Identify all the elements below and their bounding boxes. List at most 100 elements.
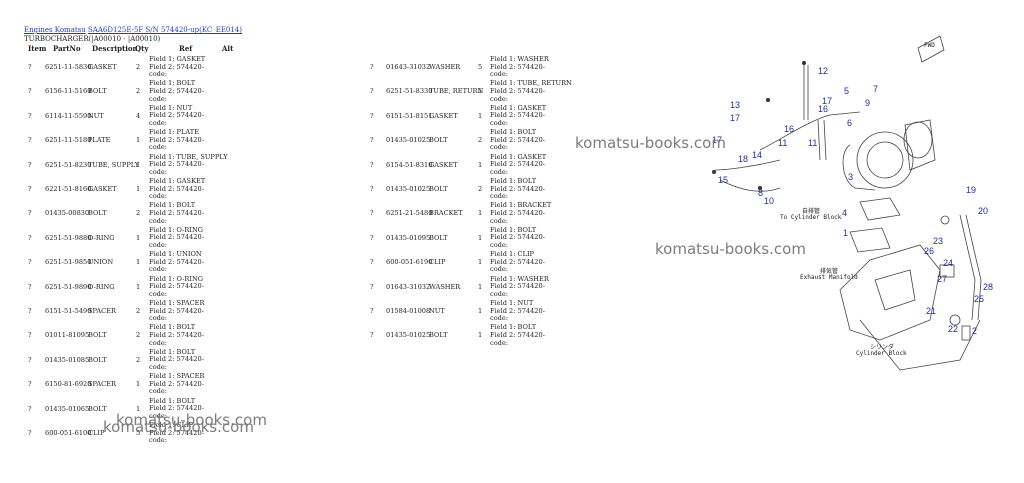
callout-9: 9 [865,98,871,108]
cell-item: ? [28,355,32,364]
cell-item: ? [28,209,32,218]
cell-item: ? [28,307,32,315]
ref-field-2: Field 2: 574420- [149,111,204,120]
callout-1: 1 [843,228,849,238]
ref-code: code: [490,338,509,347]
cell-partno: 6251-51-9850 [45,258,92,267]
cell-partno: 6251-11-5830 [45,63,92,71]
cell-qty: 2 [136,87,141,96]
ref-code: code: [149,436,168,445]
ref-field-1: Field 1: TUBE, RETURN [490,79,572,88]
cell-description: CLIP [88,429,105,437]
label-to-cylinder: To Cylinder Block [780,214,842,221]
ref-code: code: [149,411,168,420]
ref-field-1: Field 1: BOLT [149,347,196,356]
cell-description: WASHER [429,63,461,71]
cell-qty: 1 [478,160,483,169]
ref-field-1: Field 1: GASKET [149,55,206,63]
cell-description: BRACKET [429,209,463,218]
cell-item: ? [28,331,32,340]
watermark: komatsu-books.com [116,411,267,429]
ref-field-1: Field 1: NUT [149,103,193,112]
callout-14: 14 [752,150,763,160]
cell-qty: 2 [136,209,141,218]
cell-partno: 6251-51-9890 [45,282,92,291]
callout-8: 8 [758,188,764,198]
cell-partno: 01435-01065 [45,404,90,413]
ref-field-2: Field 2: 574420- [149,330,204,339]
cell-item: ? [28,87,32,96]
ref-code: code: [149,314,168,323]
cell-partno: 6154-51-8310 [386,160,433,169]
callout-26: 26 [924,246,935,256]
breadcrumb-link-engines[interactable]: Engines Komatsu [24,26,86,34]
cell-description: PLATE [88,136,111,145]
breadcrumb: Engines Komatsu SAA6D125E-5F S/N 574420-… [24,26,242,34]
ref-field-1: Field 1: GASKET [149,177,206,185]
column-header-ref: Ref [179,44,193,53]
cell-qty: 2 [136,63,141,71]
ref-field-2: Field 2: 574420- [149,428,204,437]
column-header-partno: PartNo [53,44,81,53]
ref-field-1: Field 1: WASHER [490,274,549,283]
ref-code: code: [149,167,168,176]
cell-description: NUT [88,111,104,120]
cell-description: BOLT [429,233,448,242]
cell-item: ? [370,63,374,71]
cell-partno: 01643-31032 [386,282,431,291]
ref-field-1: Field 1: BOLT [490,225,537,234]
ref-field-2: Field 2: 574420- [490,86,545,95]
ref-field-2: Field 2: 574420- [490,184,545,193]
cell-description: SPACER [88,307,116,315]
cell-description: TUBE, RETURN [429,87,484,96]
ref-code: code: [490,192,509,201]
cell-partno: 6151-51-8151 [386,111,433,120]
cell-item: ? [370,331,374,340]
cell-description: GASKET [88,185,117,193]
cell-description: SPACER [88,380,116,389]
cell-partno: 6251-21-5480 [386,209,433,218]
cell-description: CLIP [429,258,446,267]
column-header-item: Item [28,44,47,53]
ref-field-2: Field 2: 574420- [149,282,204,291]
callout-6: 6 [847,118,853,128]
ref-field-2: Field 2: 574420- [490,111,545,120]
cell-item: ? [28,429,32,437]
cell-partno: 01584-01008 [386,307,431,315]
cell-partno: 6114-11-5590 [45,111,92,120]
cell-qty: 1 [136,404,141,413]
ref-field-2: Field 2: 574420- [149,184,204,193]
ref-code: code: [490,167,509,176]
callout-12: 12 [818,66,829,76]
breadcrumb-link-model[interactable]: SAA6D125E-5F S/N 574420-up(KC_EE014) [88,26,243,34]
ref-field-1: Field 1: CLIP [149,421,193,429]
cell-qty: 1 [478,331,483,340]
cell-description: BOLT [88,404,107,413]
cell-description: GASKET [429,160,458,169]
ref-code: code: [490,240,509,249]
ref-field-2: Field 2: 574420- [149,233,204,242]
ref-field-2: Field 2: 574420- [490,62,545,71]
cell-description: BOLT [429,185,448,193]
cell-item: ? [370,160,374,169]
cell-qty: 1 [136,258,141,267]
